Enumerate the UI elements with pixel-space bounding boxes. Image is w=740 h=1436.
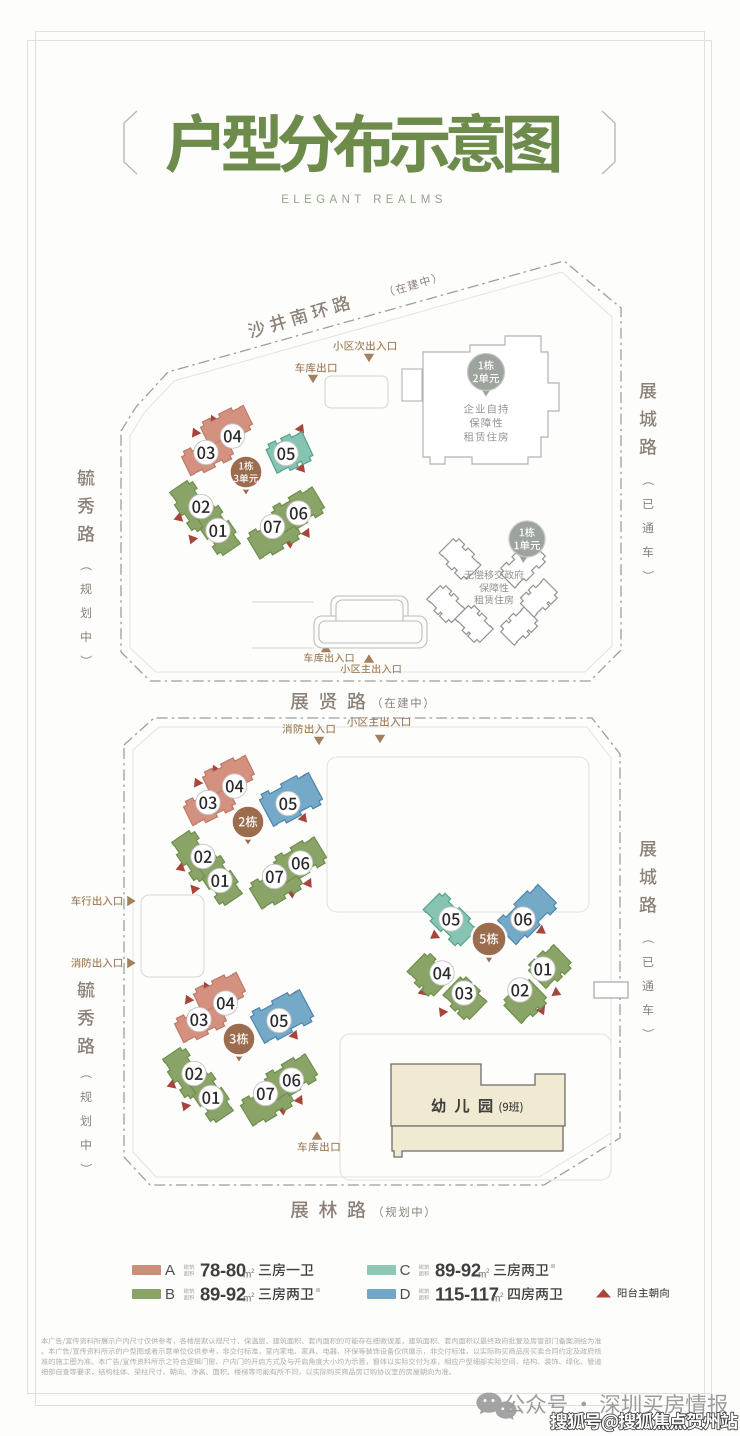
svg-text:2: 2 — [486, 1268, 490, 1275]
svg-text:m: m — [478, 1270, 486, 1281]
svg-text:2: 2 — [251, 1292, 255, 1299]
svg-text:ELEGANT REALMS: ELEGANT REALMS — [281, 194, 447, 206]
svg-text:A: A — [165, 1262, 175, 1279]
svg-text:B: B — [165, 1286, 175, 1303]
svg-text:115-117: 115-117 — [435, 1284, 499, 1305]
svg-text:D: D — [400, 1286, 411, 1303]
svg-text:m: m — [243, 1294, 251, 1305]
svg-text:m: m — [492, 1294, 500, 1305]
svg-text:2: 2 — [251, 1268, 255, 1275]
svg-text:2: 2 — [500, 1292, 504, 1299]
svg-text:C: C — [400, 1262, 411, 1279]
svg-text:89-92: 89-92 — [200, 1284, 246, 1305]
svg-text:m: m — [243, 1270, 251, 1281]
svg-text:78-80: 78-80 — [200, 1260, 246, 1281]
svg-text:89-92: 89-92 — [435, 1260, 481, 1281]
